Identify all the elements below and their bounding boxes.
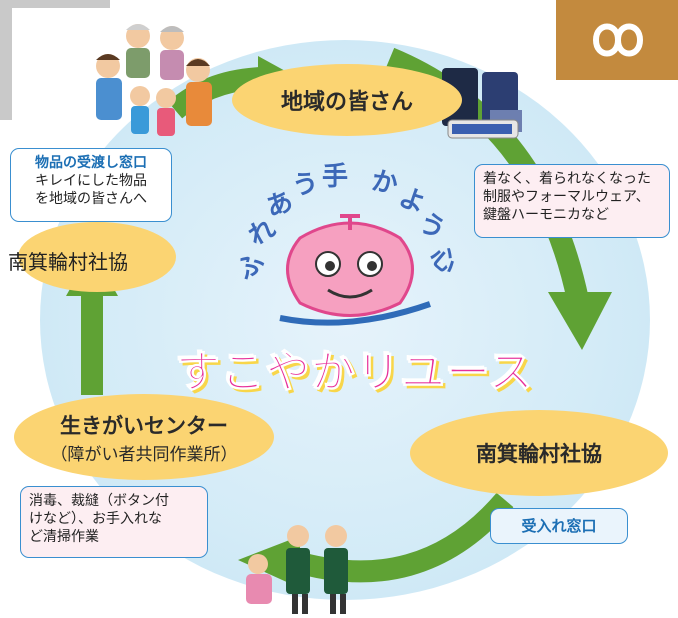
callout-work-line2: けなど）、お手入れな: [29, 511, 162, 527]
node-workshop: 生きがいセンター （障がい者共同作業所）: [14, 394, 274, 480]
arc-char-5: 手: [322, 162, 349, 192]
sdg-badge: [556, 0, 678, 80]
callout-work: 消毒、裁縫（ボタン付 けなど）、お手入れな ど清掃作業: [20, 486, 208, 558]
frame-corner-left: [0, 0, 12, 120]
workers-illustration: [246, 525, 348, 614]
family-illustration: [96, 24, 212, 136]
callout-items-line1: 着なく、着られなくなった: [483, 171, 651, 187]
school-uniform-illustration: [442, 68, 522, 139]
arrowhead-bottom: [238, 536, 300, 588]
callout-items-line3: 鍵盤ハーモニカなど: [483, 207, 609, 223]
node-council-left: [18, 222, 176, 292]
callout-work-line1: 消毒、裁縫（ボタン付: [29, 493, 169, 509]
node-workshop-line1: 生きがいセンター: [60, 413, 228, 438]
callout-handover-line1: キレイにした物品: [35, 173, 147, 189]
arc-char-4: う: [290, 168, 321, 202]
reuse-title: すこやかリユース: [176, 347, 534, 399]
node-council-right-label: 南箕輪村社協: [476, 442, 602, 466]
node-community-label: 地域の皆さん: [280, 90, 413, 115]
node-council-right: 南箕輪村社協: [410, 410, 668, 496]
callout-reception: 受入れ窓口: [490, 508, 628, 544]
callout-handover-line2: を地域の皆さんへ: [35, 191, 147, 207]
callout-items-line2: 制服やフォーマルウェア、: [483, 189, 650, 205]
frame-corner-top: [0, 0, 110, 8]
mascot-logo: [279, 214, 431, 326]
node-council-left-label: 南箕輪村社協: [8, 250, 128, 274]
node-workshop-line2: （障がい者共同作業所）: [50, 444, 238, 465]
callout-handover-title: 物品の受渡し窓口: [35, 155, 147, 171]
infinity-icon: [592, 23, 644, 57]
callout-handover: 物品の受渡し窓口 キレイにした物品 を地域の皆さんへ: [10, 148, 172, 222]
callout-items: 着なく、着られなくなった 制服やフォーマルウェア、 鍵盤ハーモニカなど: [474, 164, 670, 238]
arrowhead-right: [548, 292, 612, 350]
node-community: 地域の皆さん: [232, 64, 462, 136]
callout-work-line3: ど清掃作業: [29, 529, 99, 545]
arrow-bottom: [286, 492, 514, 583]
callout-reception-label: 受入れ窓口: [521, 517, 597, 535]
